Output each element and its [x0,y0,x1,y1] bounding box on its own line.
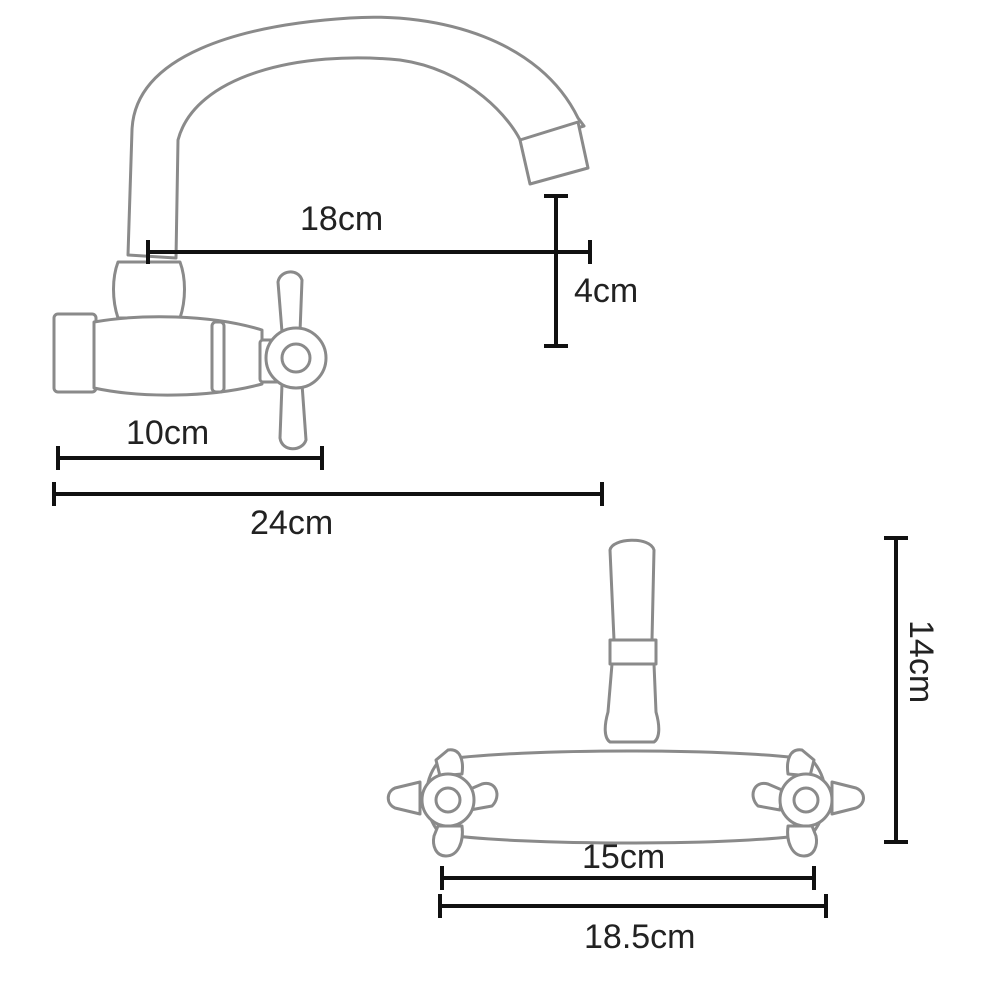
dim-line-inlet-spacing [440,866,816,890]
label-total-length: 24cm [250,504,333,542]
left-cross-handle-icon [386,748,499,858]
spout-nozzle [518,120,590,186]
faucet-front-view [386,538,865,858]
dim-line-overall-width [438,894,828,918]
dim-line-spout-height [544,194,568,348]
front-spout-base [603,662,661,744]
swivel-collar [112,260,186,320]
front-spout [608,538,656,642]
front-spout-band [608,638,658,666]
cross-handle-icon [264,270,328,451]
label-spout-height: 4cm [574,272,638,310]
wall-nut [52,312,98,394]
dim-line-spout-reach [146,240,592,264]
label-spout-reach: 18cm [300,200,383,238]
valve-body [92,315,264,397]
dim-line-body-length [56,446,324,470]
spout-tube [126,15,586,260]
dim-line-front-height [884,536,908,844]
dim-line-total-length [52,482,604,506]
right-cross-handle-icon [751,748,865,858]
label-inlet-spacing: 15cm [582,838,665,876]
body-ring [210,320,226,394]
label-body-length: 10cm [126,414,209,452]
faucet-side-view [52,15,590,451]
label-front-height: 14cm [902,620,940,703]
label-overall-width: 18.5cm [584,918,696,956]
